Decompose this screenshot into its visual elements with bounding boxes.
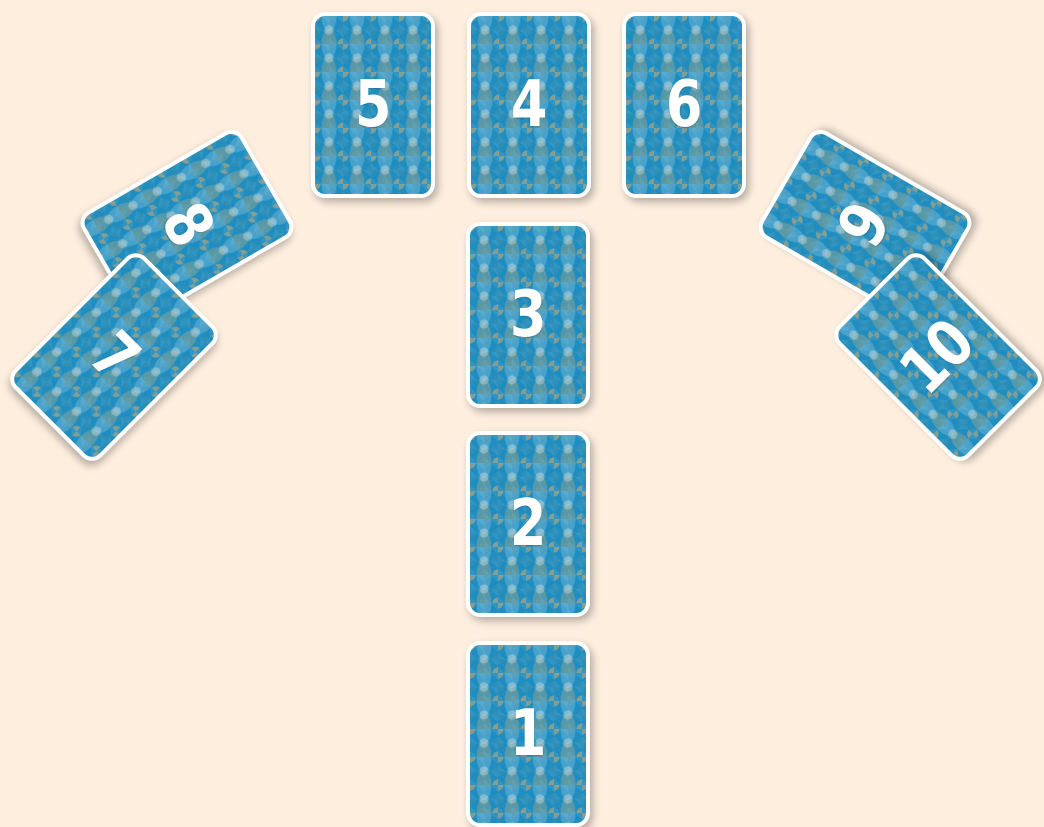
card-number: 1 [510,702,546,766]
card-5[interactable]: 5 [311,12,435,198]
card-number: 9 [828,194,901,257]
card-4[interactable]: 4 [467,12,591,198]
card-number: 7 [79,322,149,392]
card-number: 8 [150,194,223,257]
card-3[interactable]: 3 [466,222,590,408]
card-number: 4 [511,73,547,137]
card-2[interactable]: 2 [466,431,590,617]
card-number: 3 [510,283,546,347]
card-number: 5 [355,73,391,137]
card-number: 6 [666,73,702,137]
card-number: 10 [890,309,986,405]
card-number: 2 [510,492,546,556]
card-6[interactable]: 6 [622,12,746,198]
card-1[interactable]: 1 [466,641,590,827]
